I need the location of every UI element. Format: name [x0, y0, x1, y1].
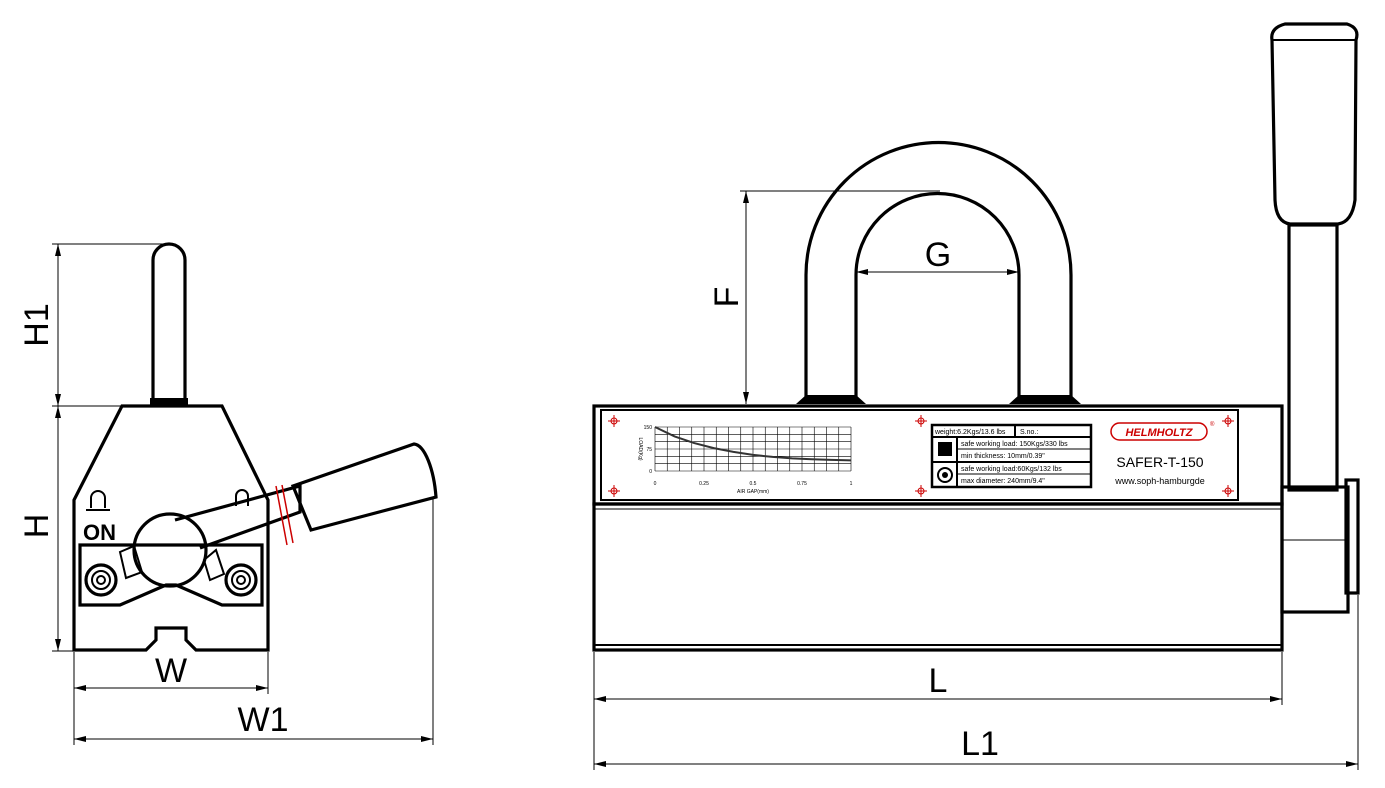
side-bolt-right [224, 563, 258, 597]
w-label: W [155, 652, 187, 690]
chart-x-tick-label: 0 [654, 481, 657, 487]
chart-x-tick-label: 0.25 [699, 481, 709, 487]
h-label: H [18, 514, 56, 539]
spec-table: weight:6.2Kgs/13.6 lbs S.no.: safe worki… [930, 423, 1093, 489]
chart-x-tick-label: 0.75 [797, 481, 807, 487]
l1-label: L1 [961, 725, 999, 763]
front-dimensions: F G L L1 [593, 190, 1359, 770]
l-label: L [929, 662, 948, 700]
chart-y-tick-label: 0 [649, 469, 652, 475]
front-handle [1270, 22, 1360, 614]
side-break-mark-1 [275, 485, 288, 546]
front-handle-cap [1344, 478, 1360, 595]
website-text: www.soph-hamburgde [1114, 476, 1205, 486]
side-latch [235, 489, 249, 506]
spec-serial: S.no.: [1020, 429, 1038, 436]
spec-weight: weight:6.2Kgs/13.6 lbs [934, 429, 1006, 436]
h1-label: H1 [18, 303, 56, 346]
front-handle-shaft [1287, 223, 1339, 492]
chart-load-curve [654, 426, 852, 462]
side-body [72, 404, 270, 652]
front-handle-hub [1280, 485, 1350, 614]
shackle-weld-left [796, 395, 866, 404]
side-rod-thread [150, 398, 188, 406]
f-label: F [708, 287, 746, 308]
on-label: ON [83, 520, 116, 545]
spec-swl-round: safe working load:60Kgs/132 lbs [961, 466, 1062, 473]
spec-min-thickness: min thickness: 10mm/0.39" [961, 453, 1045, 460]
g-label: G [925, 236, 951, 274]
w1-label: W1 [238, 701, 289, 739]
brand-logo: HELMHOLTZ ® [1110, 421, 1215, 441]
chart-x-tick-label: 1 [850, 481, 853, 487]
flat-surface-icon [938, 442, 952, 456]
brand-logo-text: HELMHOLTZ [1125, 427, 1193, 439]
lifting-shackle [804, 140, 1073, 404]
side-handle-rod [151, 242, 187, 404]
side-cam-right [202, 548, 226, 582]
spec-swl-flat: safe working load: 150Kgs/330 lbs [961, 441, 1068, 448]
svg-text:®: ® [1210, 421, 1215, 428]
chart-y-tick-label: 150 [644, 425, 653, 431]
side-bolt-left [84, 563, 118, 597]
side-view: ON [72, 242, 438, 652]
side-hub [132, 512, 208, 588]
chart-y-tick-label: 75 [646, 447, 652, 453]
side-dimensions: H1 H W W1 [18, 243, 434, 745]
magnet-lower-section [592, 502, 1284, 652]
chart-y-axis-label: LOAD(Kg) [637, 437, 643, 460]
side-break-mark-2 [281, 484, 294, 544]
shackle-weld-right [1009, 395, 1081, 404]
model-name: SAFER-T-150 [1116, 454, 1203, 470]
on-indicator-icon [90, 490, 106, 508]
side-cam-left [118, 544, 144, 580]
spec-max-diameter: max diameter: 240mm/9.4" [961, 478, 1045, 485]
side-lever-grip [290, 442, 438, 532]
chart-x-axis-label: AIR GAP(mm) [737, 489, 769, 495]
front-handle-grip [1270, 22, 1359, 226]
chart-x-tick-label: 0.5 [750, 481, 757, 487]
